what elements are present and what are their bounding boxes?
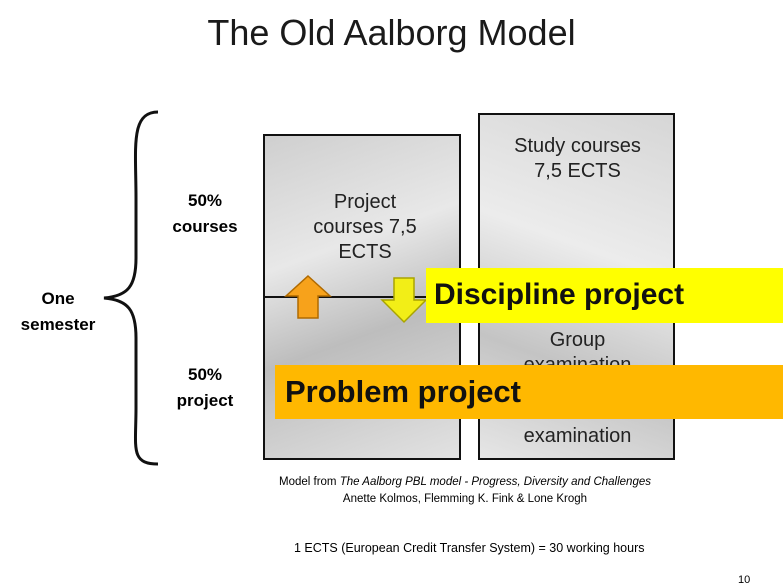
down-arrow-icon xyxy=(380,277,428,324)
project-box-divider xyxy=(263,296,461,298)
source-caption: Model from The Aalborg PBL model - Progr… xyxy=(270,474,660,508)
group-exam-line-1: Group xyxy=(549,329,606,351)
problem-project-banner: Problem project xyxy=(275,365,783,419)
semester-label: One semester xyxy=(8,286,108,338)
discipline-project-label: Discipline project xyxy=(434,278,685,311)
project-percent: 50% xyxy=(187,365,223,384)
page-number: 10 xyxy=(738,574,751,586)
study-courses-line-1: Study courses xyxy=(514,135,641,157)
semester-line-1: One xyxy=(41,289,75,308)
up-arrow-icon xyxy=(284,274,332,319)
study-courses-text: Study courses 7,5 ECTS xyxy=(485,134,670,184)
caption-prefix: Model from xyxy=(278,476,340,488)
project-share-label: 50% project xyxy=(155,362,255,414)
project-courses-text: Project courses 7,5 ECTS xyxy=(280,190,450,265)
discipline-project-banner: Discipline project xyxy=(426,268,783,323)
study-courses-line-2: 7,5 ECTS xyxy=(534,160,621,182)
curly-brace xyxy=(103,110,159,466)
project-courses-line-1: Project xyxy=(333,191,397,213)
project-courses-line-2: courses 7,5 xyxy=(313,216,417,238)
courses-percent: 50% xyxy=(187,191,223,210)
slide-title: The Old Aalborg Model xyxy=(207,12,576,53)
semester-line-2: semester xyxy=(20,315,96,334)
caption-source-title: The Aalborg PBL model - Progress, Divers… xyxy=(339,476,651,488)
exam-text: examination xyxy=(523,425,632,447)
courses-word: courses xyxy=(172,217,238,236)
courses-share-label: 50% courses xyxy=(155,188,255,240)
project-word: project xyxy=(176,391,234,410)
ects-note: 1 ECTS (European Credit Transfer System)… xyxy=(294,541,645,555)
caption-authors: Anette Kolmos, Flemming K. Fink & Lone K… xyxy=(342,493,588,505)
problem-project-label: Problem project xyxy=(285,374,521,409)
project-courses-line-3: ECTS xyxy=(338,241,392,263)
